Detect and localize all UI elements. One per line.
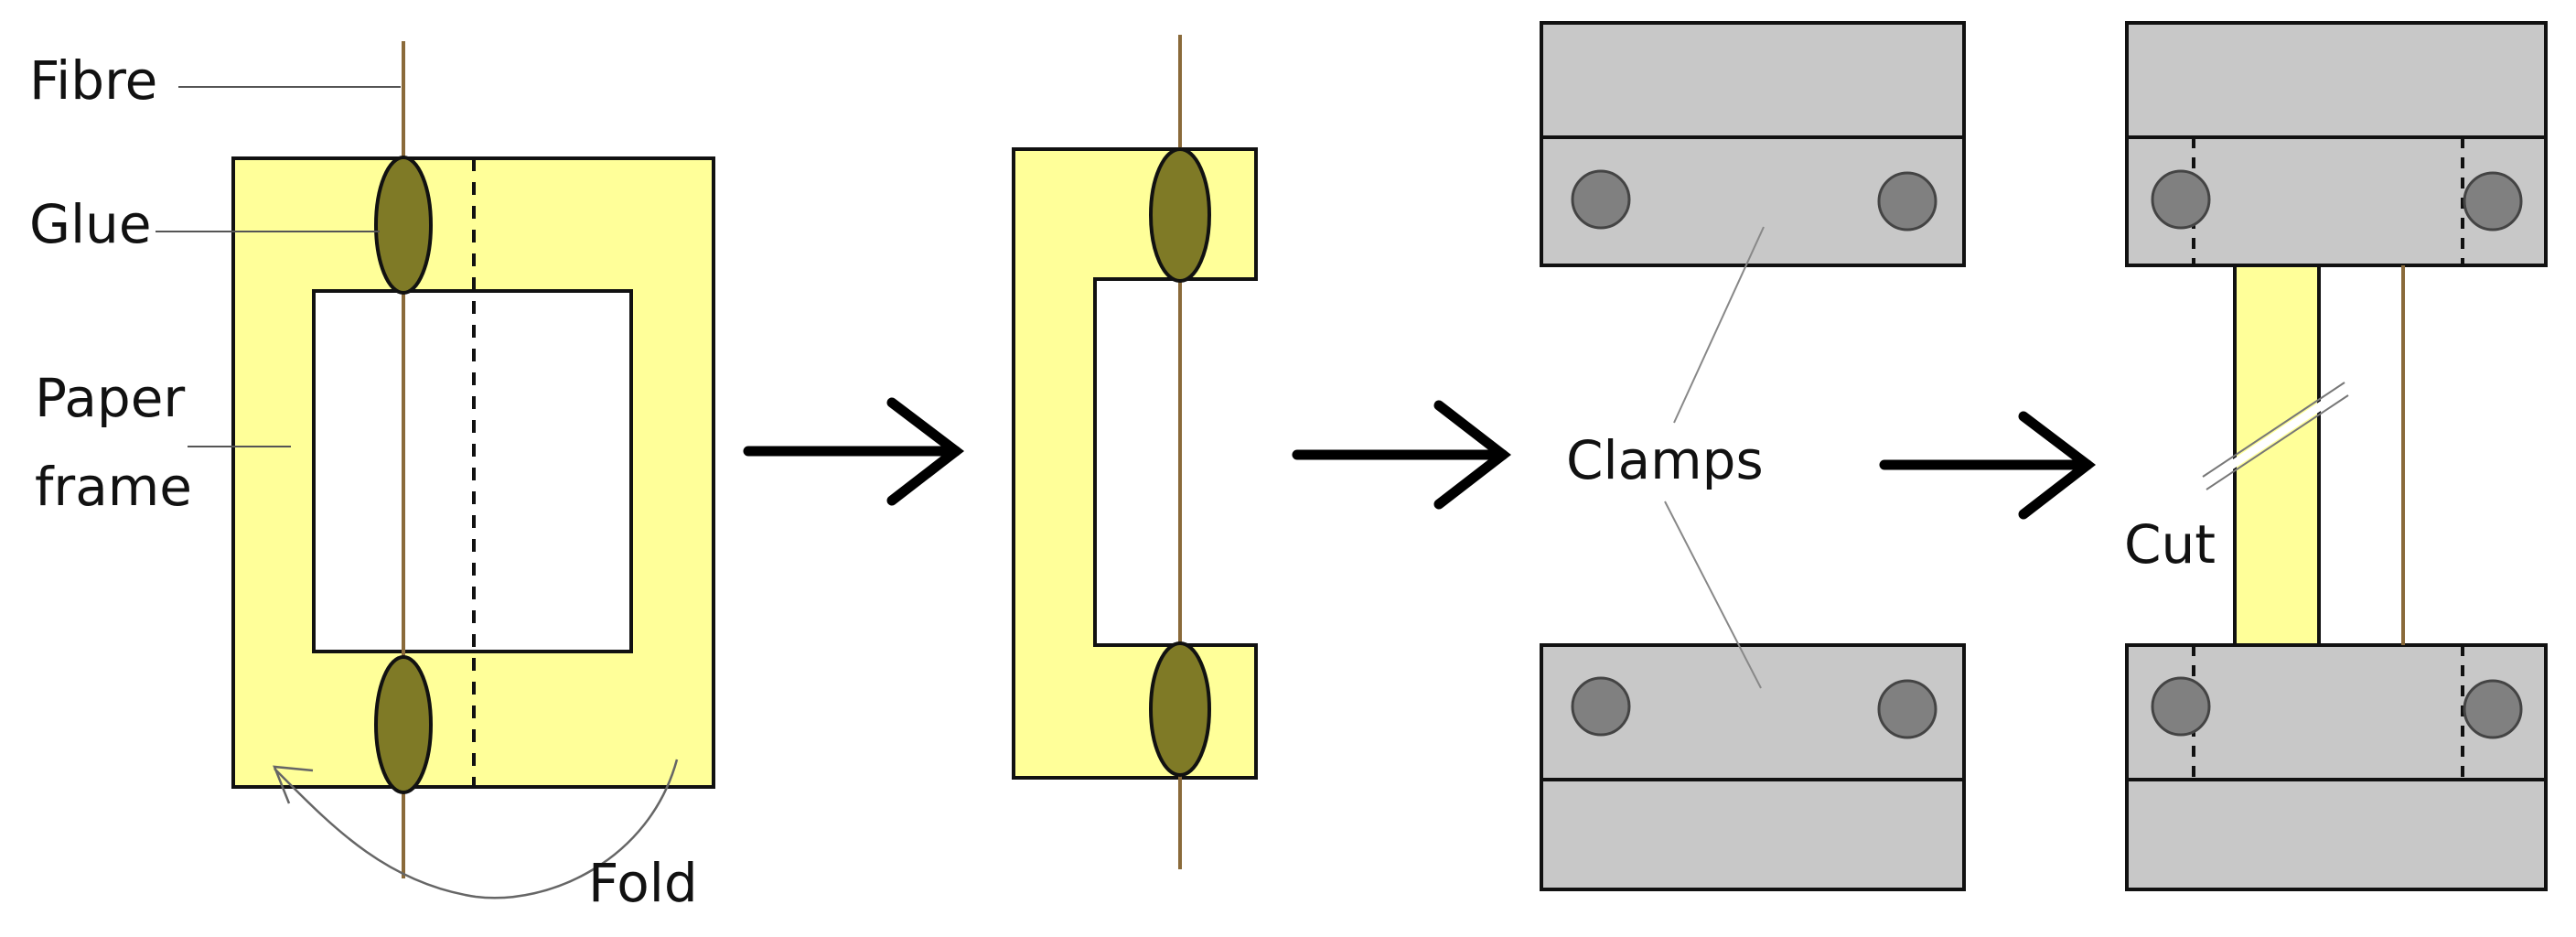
fold-arrow-head — [273, 765, 314, 804]
top-clamp-body — [1540, 21, 1966, 139]
stage-1-paper-frame: Fibre Glue Paper frame Fold — [29, 41, 715, 914]
stage-4-cut: Cut — [2124, 21, 2548, 891]
cut-label: Cut — [2124, 513, 2216, 576]
stage-2-folded-frame — [1012, 35, 1258, 869]
clamps-label: Clamps — [1566, 429, 1764, 491]
folded-paper-frame — [1012, 147, 1258, 780]
fold-label: Fold — [588, 852, 698, 914]
bottom-clamp-body — [1540, 778, 1966, 891]
cut-mark-edge-bottom — [2206, 394, 2349, 490]
glue-label: Glue — [29, 193, 152, 255]
step-arrow-1 — [743, 397, 965, 506]
bottom-clamp-bolt-left — [2151, 676, 2211, 737]
bottom-clamp-body — [2125, 778, 2548, 891]
paper-frame-label-line2: frame — [35, 456, 192, 518]
glue-drop-top — [1149, 147, 1211, 283]
bottom-clamp-bolt-left — [1571, 676, 1631, 737]
top-clamp-bolt-left — [2151, 169, 2211, 230]
fold-arrow-curve — [274, 759, 679, 899]
glue-drop-top — [374, 156, 433, 295]
cut-mark-edge-top — [2202, 382, 2345, 478]
bottom-clamp-bolt-right — [2463, 679, 2523, 739]
top-clamp-body — [2125, 21, 2548, 139]
step-arrow-2 — [1292, 400, 1512, 510]
glue-drop-bottom — [374, 655, 433, 794]
bottom-clamp-bolt-right — [1877, 679, 1937, 739]
clamps-leader-line-bottom — [1664, 501, 1762, 689]
top-clamp-bolt-left — [1571, 169, 1631, 230]
stage-3-clamps: Clamps — [1540, 21, 1966, 891]
cut-mark — [2202, 385, 2349, 487]
clamps-leader-line-top — [1673, 226, 1765, 424]
glue-drop-bottom — [1149, 641, 1211, 777]
top-clamp-bolt-right — [2463, 171, 2523, 232]
top-clamp-bolt-right — [1877, 171, 1937, 232]
fibre-label: Fibre — [29, 49, 157, 112]
paper-frame-label-line1: Paper — [35, 367, 185, 429]
step-arrow-3 — [1879, 411, 2097, 520]
